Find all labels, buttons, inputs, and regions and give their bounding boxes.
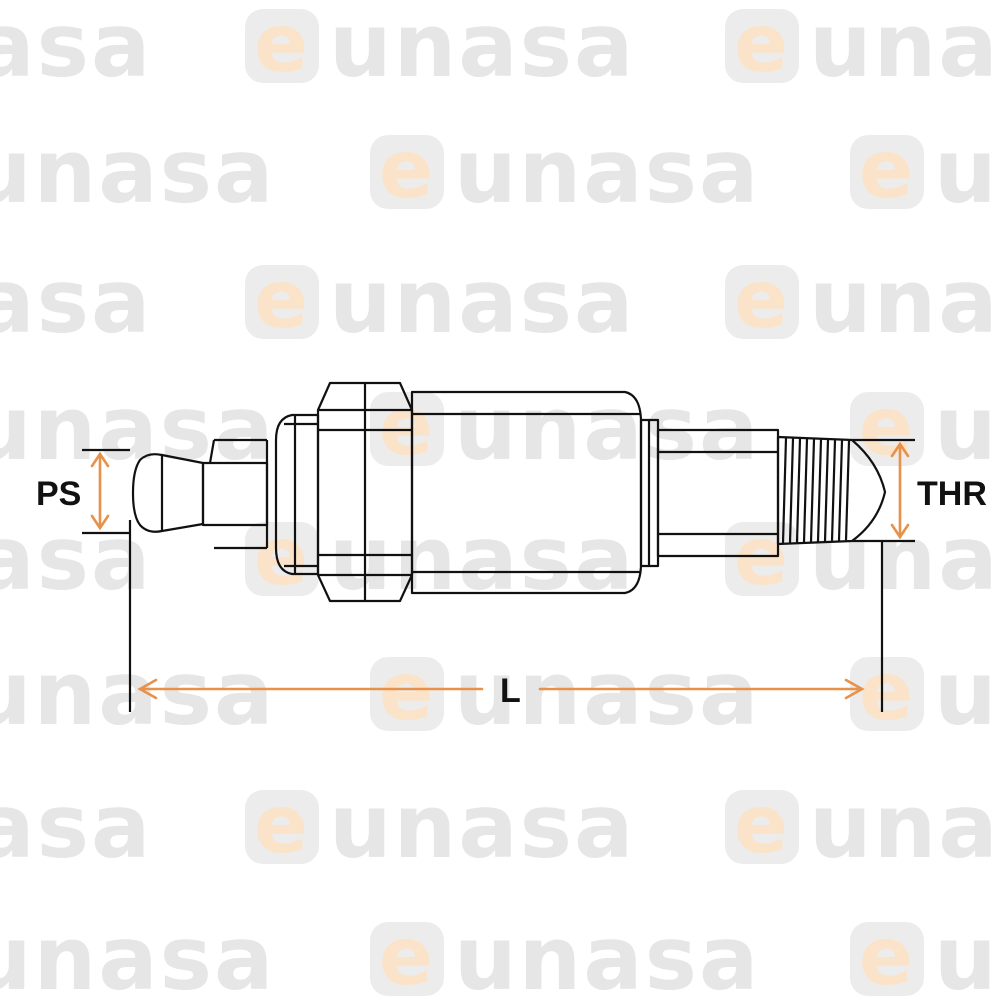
ps-label: PS (36, 475, 81, 513)
watermark-text: unasa (454, 120, 761, 223)
watermark-text: unasa (329, 775, 636, 878)
watermark-badge: e (370, 130, 444, 210)
thread-line (795, 438, 802, 543)
watermark-text: unasa (809, 250, 1000, 353)
thread-line (830, 440, 837, 541)
main-body (410, 390, 643, 595)
watermark-text: unasa (934, 120, 1000, 223)
right-thread (776, 435, 887, 546)
watermark-text: unasa (0, 250, 153, 353)
thread-line (788, 438, 795, 543)
watermark-text: unasa (454, 642, 761, 745)
watermark-text: unasa (329, 250, 636, 353)
ps-arrow (90, 451, 110, 531)
dimension-arrows (90, 441, 910, 700)
thread-line (837, 440, 844, 541)
thr-label: THR (917, 475, 987, 513)
watermark-text: unasa (934, 907, 1000, 1000)
watermark-text: unasa (0, 377, 276, 480)
watermark-text: unasa (0, 120, 276, 223)
l-arrow (137, 678, 865, 700)
watermark-text: unasa (454, 907, 761, 1000)
left-collar (274, 413, 320, 576)
watermark-badge: e (245, 4, 319, 84)
watermark-badge: e (370, 652, 444, 732)
watermark-badge: e (850, 130, 924, 210)
watermark-text: unasa (329, 507, 636, 610)
watermark-text: unasa (0, 907, 276, 1000)
watermark-badge: e (370, 387, 444, 467)
watermark-badge: e (370, 917, 444, 997)
thread-line (844, 440, 851, 541)
watermark-badge: e (245, 785, 319, 865)
watermark-text: unasa (0, 642, 276, 745)
right-shank (656, 428, 780, 558)
watermark-badge: e (245, 517, 319, 597)
watermark-text: unasa (0, 507, 153, 610)
watermark-text: unasa (934, 377, 1000, 480)
watermark-badge: e (850, 917, 924, 997)
thread-line (802, 438, 809, 543)
thr-arrow (890, 441, 910, 540)
hex-nut (316, 381, 414, 603)
left-neck (201, 438, 269, 550)
l-label: L (500, 672, 521, 710)
thread-line (809, 439, 816, 542)
watermark-text: unasa (809, 0, 1000, 97)
watermark-badge: e (725, 260, 799, 340)
watermark-badge: e (725, 785, 799, 865)
watermark-text: unasa (0, 775, 153, 878)
thread-line (823, 439, 830, 542)
watermark-badge: e (725, 4, 799, 84)
connector-part (131, 381, 887, 603)
watermark-badge: e (850, 387, 924, 467)
thread-line (781, 437, 788, 544)
right-collar (639, 418, 660, 568)
watermark-badge: e (850, 652, 924, 732)
watermark-text: unasa (0, 0, 153, 97)
dimension-lines (82, 438, 915, 712)
watermark-text: unasa (809, 775, 1000, 878)
watermark-text: unasa (934, 642, 1000, 745)
watermark-badge: e (245, 260, 319, 340)
watermark-text: unasa (454, 377, 761, 480)
left-tip (131, 439, 216, 533)
watermark-text: unasa (329, 0, 636, 97)
thread-line (816, 439, 823, 542)
